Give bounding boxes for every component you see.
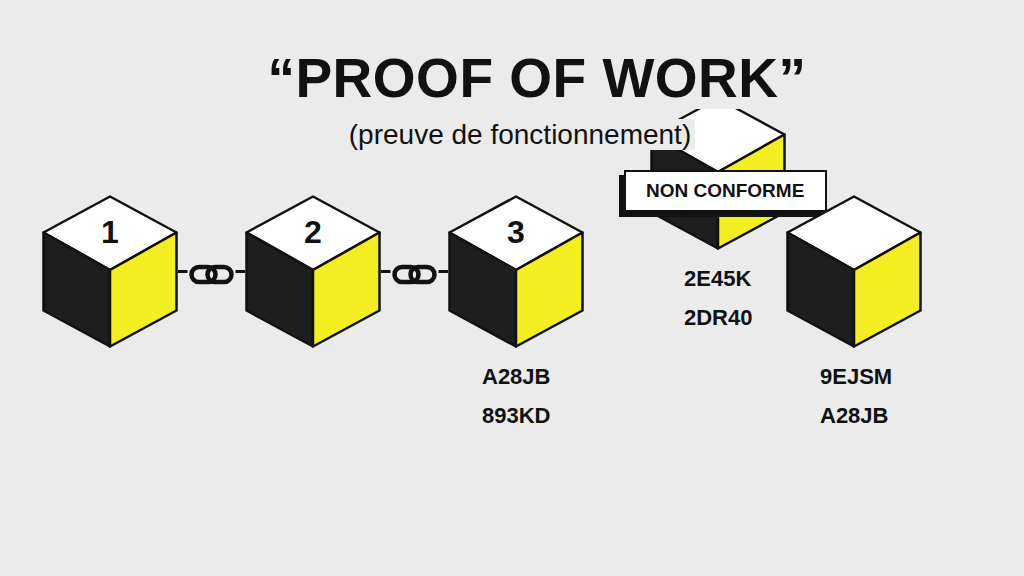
- chain-link-icon: [391, 263, 439, 287]
- block-cube: 1: [42, 195, 178, 348]
- block-cube: 3A28JB 893KD: [448, 195, 584, 348]
- diagram-title: “PROOF OF WORK”: [263, 47, 810, 109]
- chain-ring: [208, 267, 232, 282]
- chain-ground: [391, 263, 439, 287]
- block-cube: 2: [245, 195, 381, 348]
- title-box: “PROOF OF WORK”: [137, 48, 937, 108]
- subtitle-text: (preuve de fonctionnement): [345, 119, 695, 150]
- block-number: 2: [245, 215, 381, 249]
- cube-right-face: [854, 233, 921, 347]
- cube-right-face: [110, 233, 177, 347]
- chain-link-icon: [188, 263, 236, 287]
- block-number: 1: [42, 215, 178, 249]
- cube-left-face: [247, 233, 314, 347]
- cube-right-face: [313, 233, 380, 347]
- chain-ring: [411, 267, 435, 282]
- cube-left-face: [44, 233, 111, 347]
- block-cube: 9EJSM A28JB: [786, 195, 922, 348]
- cube-left-face: [788, 233, 855, 347]
- cube-right-face: [516, 233, 583, 347]
- hash-code: 2E45K 2DR40: [684, 259, 784, 337]
- subtitle-box: (preuve de fonctionnement): [270, 118, 770, 152]
- chain-connector: [381, 263, 448, 287]
- chain-ground: [188, 263, 236, 287]
- hash-code: A28JB 893KD: [482, 357, 582, 435]
- hash-code: 9EJSM A28JB: [820, 357, 920, 435]
- status-label: NON CONFORME: [646, 180, 805, 202]
- cube-left-face: [450, 233, 517, 347]
- cube-outline: [786, 195, 922, 348]
- chain-connector: [178, 263, 245, 287]
- status-tag: NON CONFORME: [624, 170, 827, 212]
- block-number: 3: [448, 215, 584, 249]
